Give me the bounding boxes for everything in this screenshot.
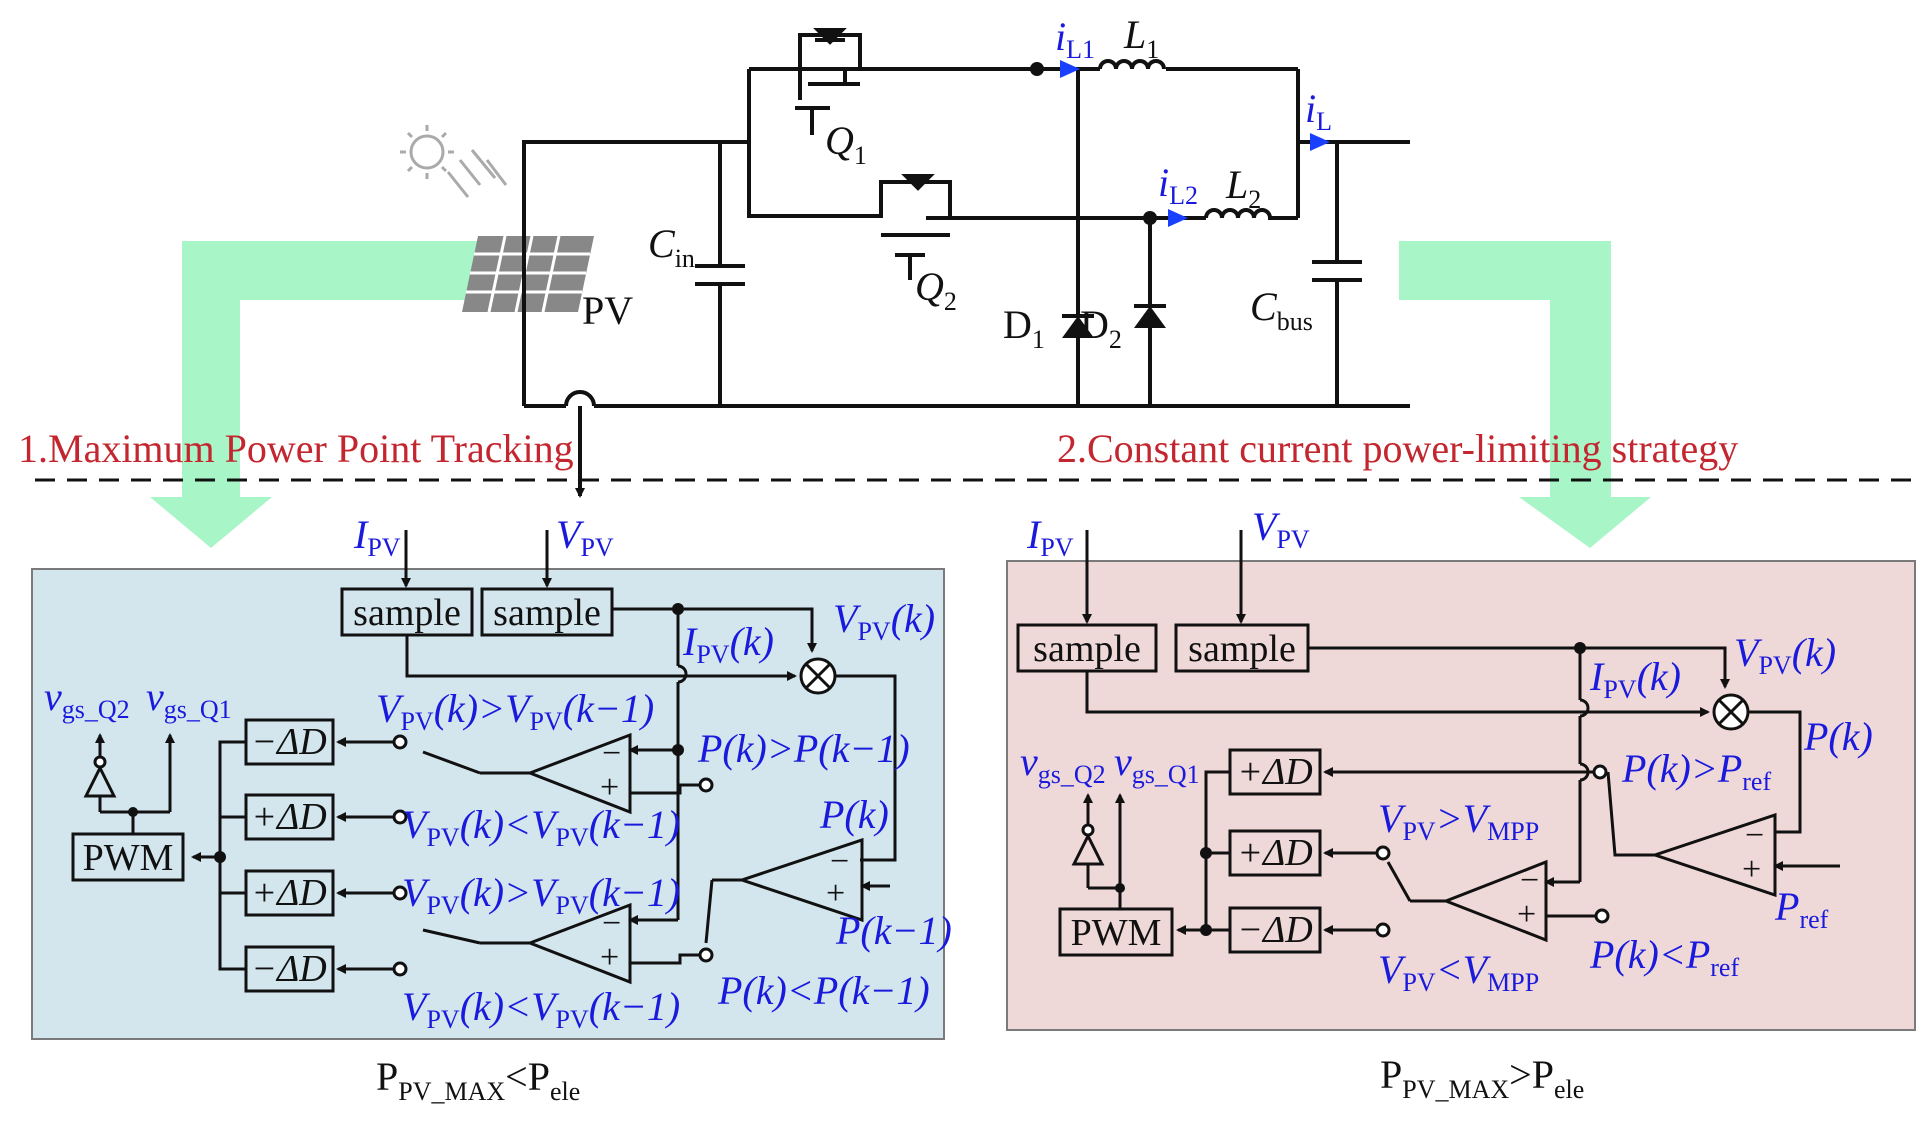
left-plus-dd-1: +ΔD — [251, 796, 326, 838]
l2-inductor-icon — [1204, 208, 1272, 219]
l1-inductor-icon — [1098, 59, 1166, 70]
mppt-flow-arrow — [150, 241, 497, 548]
right-comparator-1 — [1650, 812, 1777, 898]
left-ipv-label: IPV — [353, 512, 401, 562]
left-cond2: VPV(k)<VPV(k−1) — [402, 802, 680, 852]
svg-text:+: + — [1742, 851, 1761, 888]
d2-label: D2 — [1080, 302, 1122, 354]
right-pk-gt: P(k)>Pref — [1621, 746, 1771, 796]
left-footer: PPV_MAX<Pele — [376, 1054, 580, 1106]
right-comparator-2 — [1441, 859, 1548, 943]
left-plus-dd-2: +ΔD — [251, 872, 326, 914]
d1-label: D1 — [1003, 302, 1045, 354]
svg-text:+: + — [826, 875, 845, 912]
left-vgs-q1: vgs_Q1 — [146, 674, 232, 724]
right-ipv-label: IPV — [1026, 512, 1074, 562]
q2-label: Q2 — [915, 264, 957, 316]
left-pk: P(k) — [819, 792, 889, 837]
mppt-title: 1.Maximum Power Point Tracking — [18, 426, 574, 471]
right-vpv-label: VPV — [1252, 504, 1310, 554]
l1-label: L1 — [1123, 12, 1159, 64]
power-limit-flow-arrow — [1399, 241, 1651, 548]
left-pwm-box — [71, 832, 185, 882]
left-pk-gt: P(k)>P(k−1) — [697, 726, 910, 771]
right-vpvk-label: VPV(k) — [1734, 630, 1836, 680]
left-sample1-label: sample — [353, 592, 461, 634]
l2-label: L2 — [1225, 162, 1261, 214]
right-sample2-label: sample — [1188, 628, 1296, 670]
left-minus-dd-1: −ΔD — [251, 721, 326, 763]
power-limit-title: 2.Constant current power-limiting strate… — [1057, 426, 1738, 471]
right-pref: Pref — [1774, 884, 1829, 934]
right-pwm-box — [1058, 907, 1174, 957]
left-cond3: VPV(k)>VPV(k−1) — [402, 870, 680, 920]
mppt-controller: IPV VPV sample sample IPV(k) VPV(k) − + — [44, 512, 952, 1106]
cin-capacitor — [695, 264, 745, 286]
left-sample2-label: sample — [493, 592, 601, 634]
right-minus-dd: −ΔD — [1237, 909, 1312, 951]
svg-text:−: − — [602, 735, 621, 772]
right-pk-lt: P(k)<Pref — [1589, 932, 1739, 982]
pv-label: PV — [582, 288, 633, 333]
power-limit-controller: IPV VPV sample sample IPV(k) VPV(k) P(k)… — [1016, 504, 1873, 1104]
power-limit-panel — [1006, 560, 1916, 1031]
svg-text:−: − — [1520, 862, 1539, 899]
d2-diode-icon — [1134, 304, 1166, 328]
right-vgs-q2: vgs_Q2 — [1020, 739, 1106, 789]
left-comparator-3 — [737, 837, 864, 923]
cin-label: Cin — [648, 221, 695, 273]
right-plus-dd-2: +ΔD — [1237, 832, 1312, 874]
right-vgt: VPV>VMPP — [1378, 796, 1539, 846]
svg-text:−: − — [830, 843, 849, 880]
right-footer: PPV_MAX>Pele — [1380, 1052, 1584, 1104]
il-label: iL — [1305, 86, 1332, 136]
right-ipvk-label: IPV(k) — [1589, 654, 1681, 704]
d1-diode-icon — [1062, 314, 1094, 338]
current-arrows — [1060, 60, 1330, 227]
right-plus-dd-1: +ΔD — [1237, 751, 1312, 793]
left-pk1: P(k−1) — [835, 908, 952, 953]
circuit-junctions — [1030, 62, 1157, 225]
svg-text:+: + — [600, 769, 619, 806]
right-vlt: VPV<VMPP — [1378, 947, 1539, 997]
left-pwm-label: PWM — [83, 837, 174, 879]
il2-label: iL2 — [1158, 160, 1198, 210]
cbus-capacitor — [1312, 260, 1362, 282]
left-vpvk-label: VPV(k) — [833, 596, 935, 646]
svg-text:+: + — [600, 939, 619, 976]
left-minus-dd-2: −ΔD — [251, 948, 326, 990]
circuit-wires — [522, 67, 1410, 408]
left-ipvk-label: IPV(k) — [682, 619, 774, 669]
left-cond4: VPV(k)<VPV(k−1) — [402, 984, 680, 1034]
right-sample1-label: sample — [1033, 628, 1141, 670]
left-vpv-label: VPV — [556, 512, 614, 562]
left-pk-lt: P(k)<P(k−1) — [717, 968, 930, 1013]
right-pwm-label: PWM — [1071, 912, 1162, 954]
svg-text:−: − — [602, 905, 621, 942]
left-comparator-1 — [525, 732, 632, 815]
svg-text:+: + — [1517, 896, 1536, 933]
q1-label: Q1 — [825, 118, 867, 170]
mppt-panel — [31, 568, 945, 1040]
right-vgs-q1: vgs_Q1 — [1114, 739, 1200, 789]
left-cond1: VPV(k)>VPV(k−1) — [376, 686, 654, 736]
left-sample2-box — [480, 587, 614, 637]
svg-text:−: − — [1745, 817, 1764, 854]
il1-label: iL1 — [1055, 14, 1095, 64]
left-vgs-q2: vgs_Q2 — [44, 674, 130, 724]
left-comparator-2 — [525, 902, 632, 985]
q2-igbt-icon — [879, 174, 952, 280]
q1-igbt-icon — [790, 28, 862, 135]
cbus-label: Cbus — [1250, 284, 1313, 336]
right-pk: P(k) — [1803, 714, 1873, 759]
sun-icon — [400, 125, 508, 198]
